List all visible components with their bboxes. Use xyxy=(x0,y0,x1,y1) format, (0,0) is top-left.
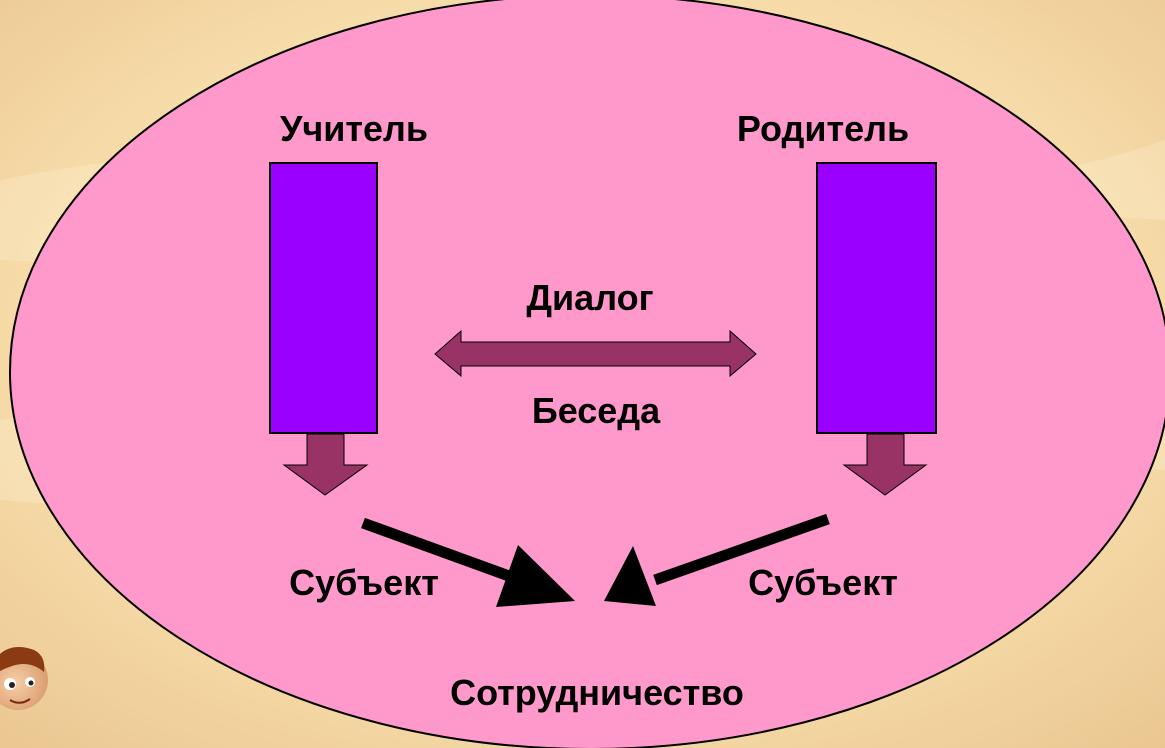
conversation-label: Беседа xyxy=(532,390,661,431)
teacher-down-arrow xyxy=(282,433,369,496)
subject-left-label: Субъект xyxy=(289,562,439,603)
dialog-double-arrow xyxy=(434,329,757,378)
teacher-label: Учитель xyxy=(280,108,428,149)
cooperation-label: Сотрудничество xyxy=(450,672,744,713)
subject-right-label: Субъект xyxy=(748,562,898,603)
teacher-bar xyxy=(269,162,378,434)
cooperation-ellipse xyxy=(9,0,1165,748)
right-pointer-arrow xyxy=(604,513,830,606)
parent-label: Родитель xyxy=(737,108,909,149)
left-pointer-arrow xyxy=(361,517,575,607)
parent-bar xyxy=(816,162,937,434)
child-face-icon xyxy=(0,647,48,710)
parent-down-arrow xyxy=(842,433,928,496)
dialog-label: Диалог xyxy=(526,277,653,318)
